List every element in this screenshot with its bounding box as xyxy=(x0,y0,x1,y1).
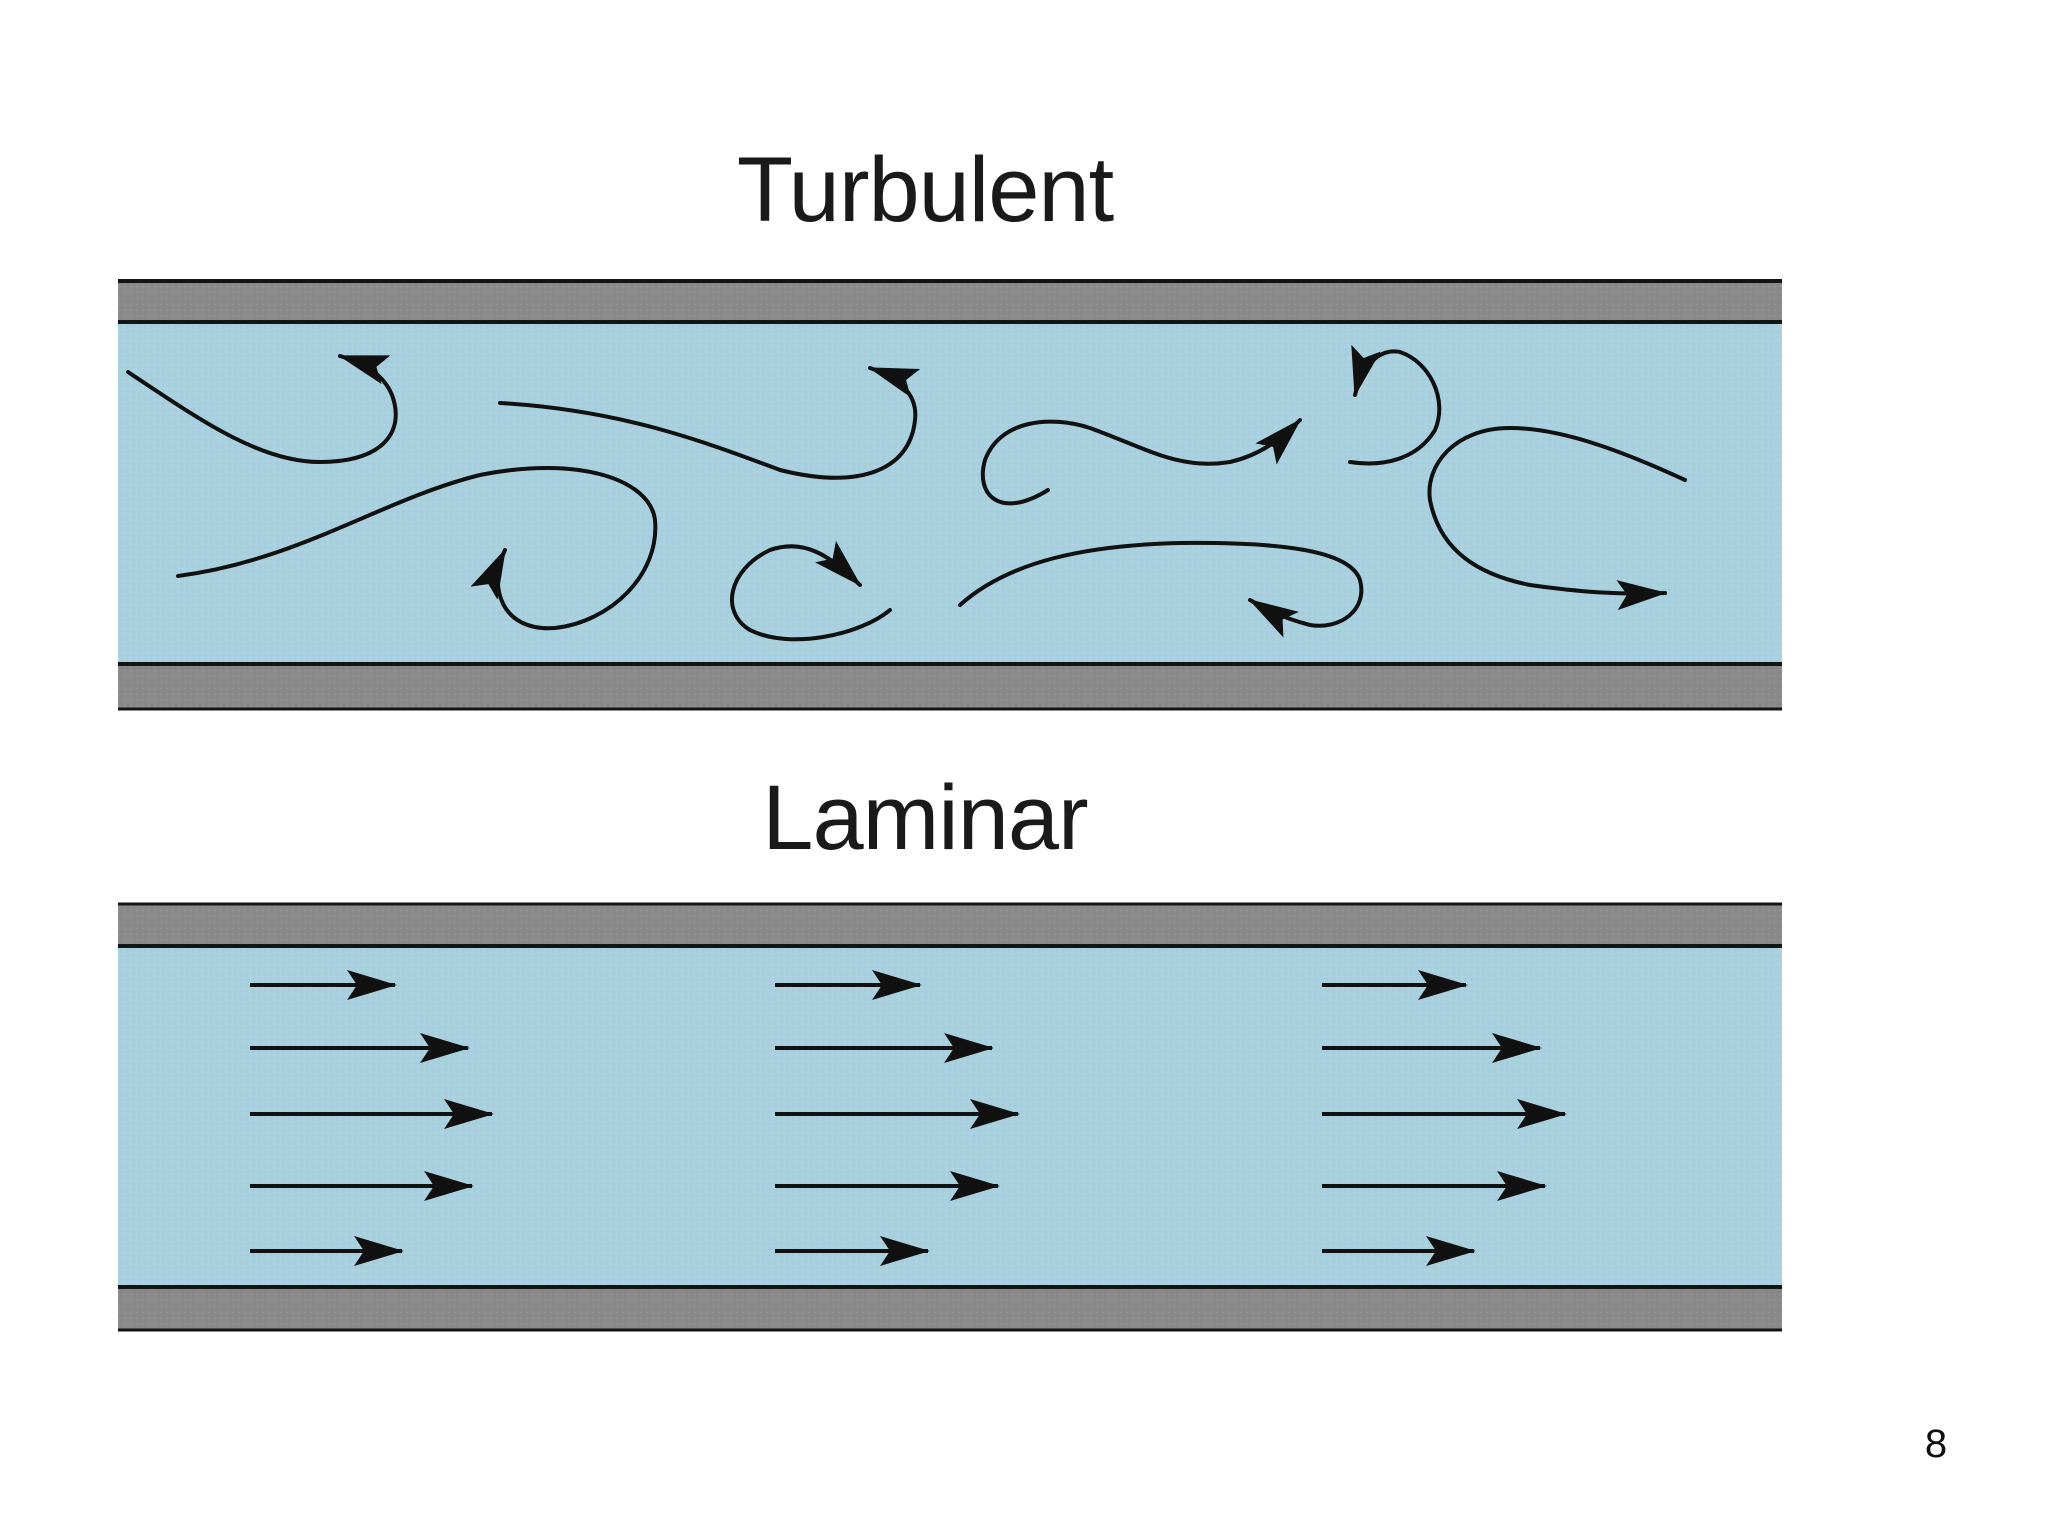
eddy-arrow-3 xyxy=(176,466,658,631)
eddy-arrow-1 xyxy=(126,354,398,465)
turbulent-top-wall xyxy=(118,280,1782,323)
laminar-top-wall xyxy=(118,903,1782,946)
laminar-pipe xyxy=(118,902,1782,1332)
eddy-arrow-2 xyxy=(498,366,921,480)
turbulent-title: Turbulent xyxy=(736,139,1114,241)
laminar-streamlines xyxy=(250,970,1567,1266)
page-number: 8 xyxy=(1924,1422,1948,1466)
eddy-arrow-4 xyxy=(730,540,892,642)
laminar-title: Laminar xyxy=(762,767,1088,869)
laminar-bottom-wall xyxy=(118,1289,1782,1331)
eddy-arrow-5 xyxy=(980,418,1302,506)
laminar-profile-2 xyxy=(775,970,1020,1266)
eddy-arrow-7 xyxy=(1348,344,1442,466)
turbulent-bottom-wall xyxy=(118,666,1782,710)
laminar-fluid xyxy=(118,948,1782,1286)
eddy-arrow-6 xyxy=(958,540,1364,638)
turbulent-fluid xyxy=(118,324,1782,663)
laminar-profile-1 xyxy=(250,970,494,1266)
laminar-profile-3 xyxy=(1322,970,1567,1266)
turbulent-streamlines xyxy=(126,344,1687,642)
eddy-arrow-8 xyxy=(1427,425,1687,611)
turbulent-pipe xyxy=(118,279,1782,711)
